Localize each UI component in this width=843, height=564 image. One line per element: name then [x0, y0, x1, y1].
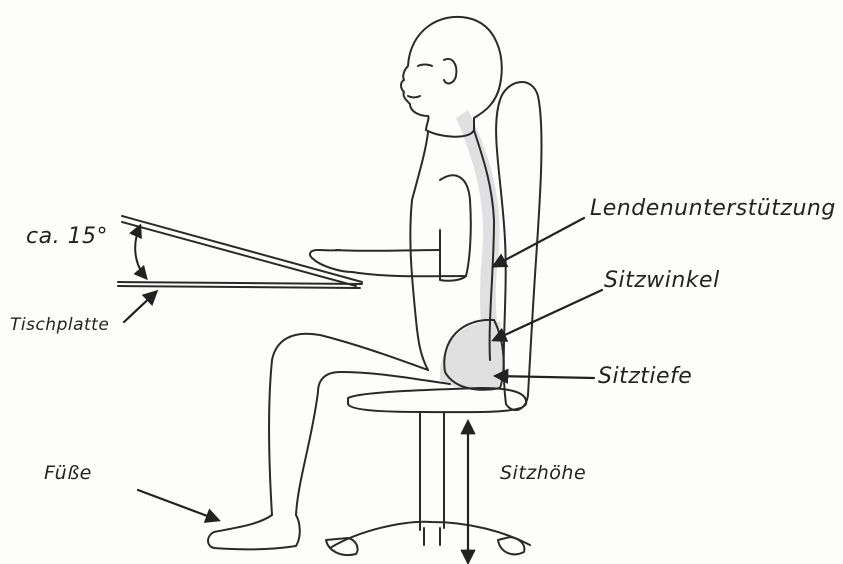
arrow-seat-angle — [494, 290, 602, 340]
arrow-tabletop — [124, 292, 156, 322]
chair-seat — [348, 388, 526, 412]
tabletop-label: Tischplatte — [10, 315, 109, 335]
chair-column — [420, 412, 444, 530]
lumbar-support-label: Lendenunterstützung — [590, 196, 836, 221]
upper-arm — [440, 175, 471, 280]
arrow-feet — [138, 490, 218, 520]
arrow-seat-depth — [496, 376, 594, 378]
desk — [118, 216, 362, 288]
eye — [418, 65, 432, 67]
forearm — [336, 250, 466, 276]
seat-height-label: Sitzhöhe — [500, 462, 586, 484]
seat-angle-label: Sitzwinkel — [604, 268, 720, 293]
foot — [208, 515, 300, 549]
thigh — [272, 334, 450, 392]
ear — [444, 59, 456, 84]
angle-arc-arrow — [135, 226, 146, 278]
back-shading — [440, 110, 505, 391]
tabletop-line — [118, 282, 362, 288]
angle-label: ca. 15° — [26, 224, 108, 249]
seat-depth-label: Sitztiefe — [598, 364, 692, 389]
head — [401, 17, 502, 137]
pointer-arrows — [124, 218, 602, 562]
office-chair — [326, 82, 542, 555]
lower-leg — [269, 360, 318, 515]
mouth — [408, 96, 420, 98]
feet-label: Füße — [44, 462, 92, 484]
